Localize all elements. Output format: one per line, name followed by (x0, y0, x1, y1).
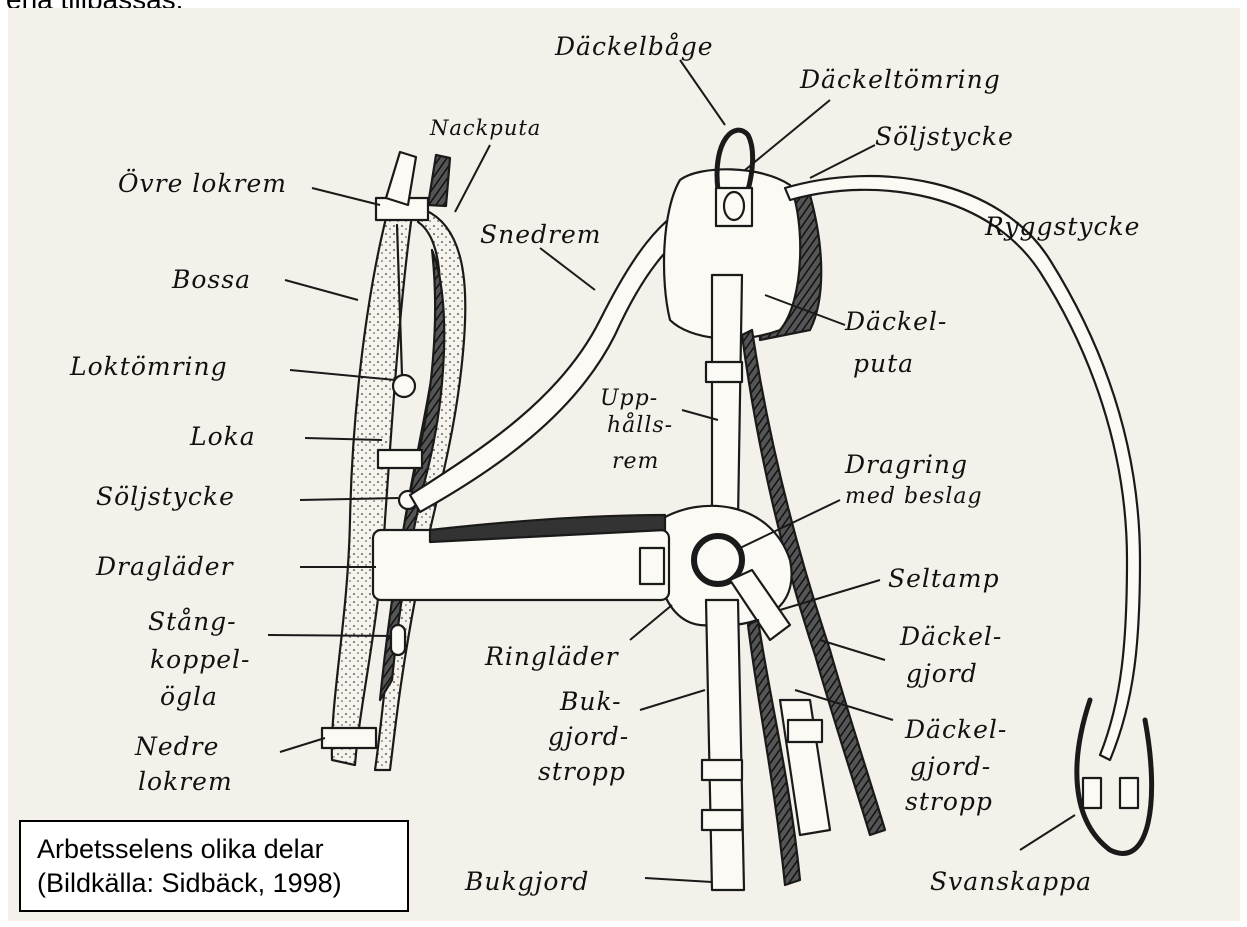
leader-svanskappa (1020, 815, 1075, 850)
leader-dackelbage (680, 60, 725, 125)
label-dackelputa-1: Däckel- (844, 307, 947, 336)
label-dackelbage: Däckelbåge (554, 32, 714, 61)
leader-ovre-lokrem (312, 188, 380, 205)
label-loka: Loka (189, 422, 256, 451)
label-soljstycke-top: Söljstycke (875, 122, 1014, 151)
stangkoppel-ogla (391, 625, 405, 655)
leader-snedrem (540, 248, 595, 290)
bukgjordstropp-strap (706, 600, 744, 890)
label-stangkoppel-1: Stång- (148, 607, 237, 636)
leader-bukgjord (645, 878, 712, 882)
label-dragring-1: Dragring (844, 450, 968, 479)
label-ovre-lokrem: Övre lokrem (118, 169, 287, 198)
caption-line-1: Arbetsselens olika delar (37, 832, 391, 866)
label-ryggstycke: Ryggstycke (984, 212, 1140, 241)
nedre-lokrem-band (322, 728, 376, 748)
draglader-strap (373, 530, 669, 600)
bukgjordstropp-buckle-1 (702, 760, 742, 780)
label-draglader: Dragläder (95, 552, 235, 581)
label-upphallsrem-3: rem (612, 449, 659, 474)
leader-nedre-lokrem (280, 738, 325, 752)
caption-box: Arbetsselens olika delar (Bildkälla: Sid… (19, 820, 409, 912)
label-nedre-lokrem-1: Nedre (134, 732, 219, 761)
leader-stangkoppel (268, 635, 392, 636)
svanskappa-buckle-1 (1083, 778, 1101, 808)
label-dackeltomring: Däckeltömring (799, 65, 1001, 94)
bukgjordstropp-buckle-2 (702, 810, 742, 830)
leader-soljstycke-top (810, 145, 875, 178)
label-soljstycke-left: Söljstycke (96, 482, 235, 511)
label-bukgjord: Bukgjord (464, 867, 589, 896)
label-bukgjordstropp-1: Buk- (559, 687, 622, 716)
hames-top-right (428, 155, 450, 206)
label-loktomring: Loktömring (69, 352, 228, 381)
label-upphallsrem-2: hålls- (607, 411, 673, 438)
label-dackelgjordstropp-3: stropp (905, 787, 993, 816)
label-seltamp: Seltamp (888, 564, 1000, 593)
label-dackelputa-2: puta (853, 349, 914, 378)
draglader-buckle (640, 548, 664, 584)
label-ringlader: Ringläder (484, 642, 620, 671)
label-dragring-2: med beslag (845, 484, 983, 509)
leader-bossa (285, 280, 358, 300)
loka-band (378, 450, 422, 468)
label-bukgjordstropp-3: stropp (538, 757, 626, 786)
label-upphallsrem-1: Upp- (600, 386, 658, 411)
label-dackelgjord-1: Däckel- (899, 622, 1002, 651)
label-dackelgjordstropp-2: gjord- (910, 752, 991, 781)
collar-group (322, 152, 465, 770)
labels: Däckelbåge Däckeltömring Nackputa Söljst… (69, 32, 1140, 896)
upphallsrem-strap (712, 275, 742, 520)
label-nackputa: Nackputa (429, 116, 541, 140)
label-svanskappa: Svanskappa (930, 867, 1092, 896)
caption-line-2: (Bildkälla: Sidbäck, 1998) (37, 866, 391, 900)
leader-dackeltomring (745, 100, 830, 170)
label-nedre-lokrem-2: lokrem (138, 767, 233, 796)
label-stangkoppel-3: ögla (160, 682, 218, 711)
leader-bukgjordstropp (640, 690, 705, 710)
dackeltomring-ring (724, 192, 744, 220)
label-bukgjordstropp-2: gjord- (548, 722, 629, 751)
loktomring-ring (393, 375, 415, 397)
leader-ringlader (630, 605, 672, 640)
upphallsrem-buckle (706, 362, 742, 382)
label-dackelgjordstropp-1: Däckel- (904, 715, 1007, 744)
label-snedrem: Snedrem (480, 220, 601, 249)
dackelgjordstropp-buckle (788, 720, 822, 742)
label-stangkoppel-2: koppel- (150, 645, 250, 674)
label-dackelgjord-2: gjord (906, 659, 978, 688)
svanskappa-buckle-2 (1120, 778, 1138, 808)
label-bossa: Bossa (171, 265, 251, 294)
leader-nackputa (455, 145, 490, 212)
